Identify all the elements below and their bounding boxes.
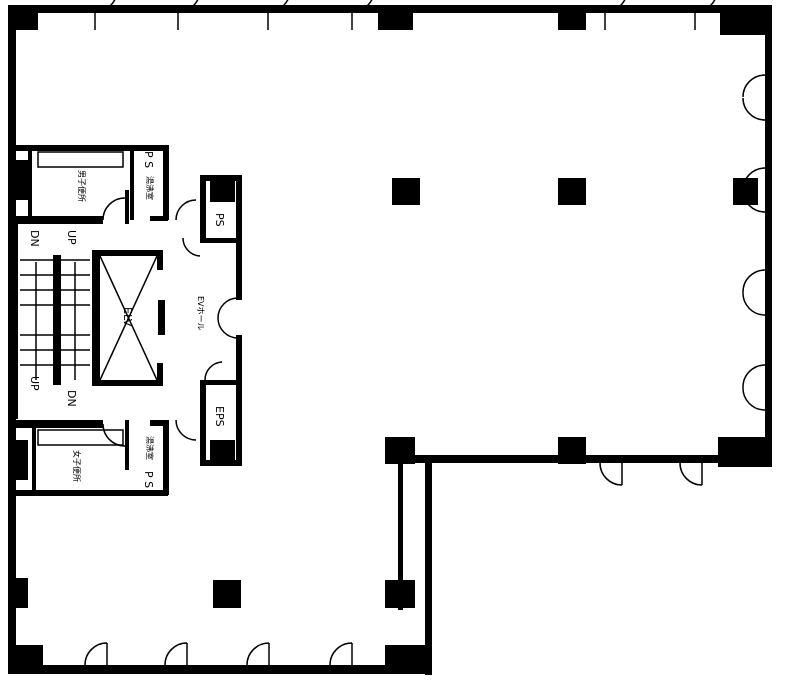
- label-ev-hall: EVホール: [196, 296, 205, 331]
- core-walls: [8, 145, 242, 496]
- exterior-walls: [8, 5, 772, 675]
- label-womens-toilet: 女子便所: [72, 450, 82, 482]
- label-eps: EPS: [213, 406, 226, 427]
- label-stair-dn-right: DN: [65, 390, 78, 407]
- label-ps-bottom-small: P S: [142, 471, 155, 488]
- exterior-doors: [84, 0, 766, 666]
- label-ps-top-small: P S: [142, 151, 155, 168]
- label-kitchenette-bottom: 湯沸室: [145, 436, 155, 460]
- label-ps-core: PS: [213, 213, 226, 227]
- label-kitchenette-top: 湯沸室: [145, 176, 155, 200]
- label-mens-toilet: 男子便所: [77, 170, 87, 202]
- label-ps-top-left: PS: [10, 159, 23, 173]
- label-stair-up-right: UP: [28, 376, 41, 391]
- room-labels: PS P S 男子便所 湯沸室 PS DN UP UP DN ELV EVホール…: [10, 151, 226, 488]
- label-stair-up-left: UP: [65, 230, 78, 245]
- core-details: [20, 151, 239, 447]
- label-elevator: ELV: [121, 307, 134, 327]
- structural-columns: [8, 5, 772, 674]
- label-stair-dn-left: DN: [28, 230, 41, 247]
- label-ps-bottom-left: PS: [11, 466, 24, 480]
